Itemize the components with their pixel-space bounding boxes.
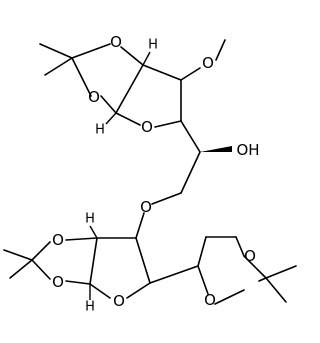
hydrogen-atom-label: H [95,123,105,138]
oxygen-atom-label: O [204,291,216,309]
bond [149,265,199,284]
bond [197,265,209,295]
bond [142,64,182,81]
bond [44,57,73,76]
bond [265,265,297,279]
bond [115,112,141,126]
bond [151,192,182,205]
bond [135,237,151,284]
bond [135,212,145,239]
stereo-bond [142,51,151,66]
oxygen-atom-label: O [202,54,214,72]
oxygen-atom-label: O [113,292,125,310]
wedge-bond [200,146,232,152]
bond [89,283,111,299]
bond [65,237,98,241]
oxygen-atom-label: O [52,273,64,291]
bond [126,282,151,299]
structure-svg: O O O H H O OH O O O H H O O O [3,33,297,315]
bond [154,120,182,128]
bond [71,43,111,59]
bond [115,64,144,114]
bond [243,255,267,279]
bond [65,280,91,285]
oxygen-atom-label: O [140,198,152,216]
hydrogen-atom-label: H [85,212,95,227]
oxygen-atom-label: O [52,231,64,249]
atom-labels: O O O H H O OH O O O H H O O O [52,33,259,315]
bond [31,241,51,261]
bond [71,57,92,97]
bond [3,249,33,261]
bond [39,43,73,59]
bond [235,236,245,257]
oxygen-atom-label: O [141,118,153,136]
bond [197,236,207,267]
bond [180,120,201,153]
bond [120,46,144,66]
bond [265,277,287,303]
bond [180,67,201,81]
linker [151,120,232,205]
molecule-diagram: O O O H H O OH O O O H H O O O [3,33,297,315]
bond [9,259,33,279]
oxygen-atom-label: O [244,247,256,265]
oxygen-atom-label: O [88,88,100,106]
stereo-bond [89,225,98,239]
hydrogen-atom-label: H [148,38,158,53]
bond [215,39,226,61]
hydroxyl-label: OH [236,141,259,159]
stereo-bond [105,112,117,125]
oxygen-atom-label: O [110,33,122,51]
bond [31,259,51,280]
bond [214,289,245,305]
bond [89,237,98,285]
bond [258,277,267,282]
bond [180,151,201,194]
bottom-ring-system [3,212,297,305]
top-ring-system [39,39,226,128]
bond [100,95,117,114]
hydrogen-atom-label: H [85,300,95,315]
